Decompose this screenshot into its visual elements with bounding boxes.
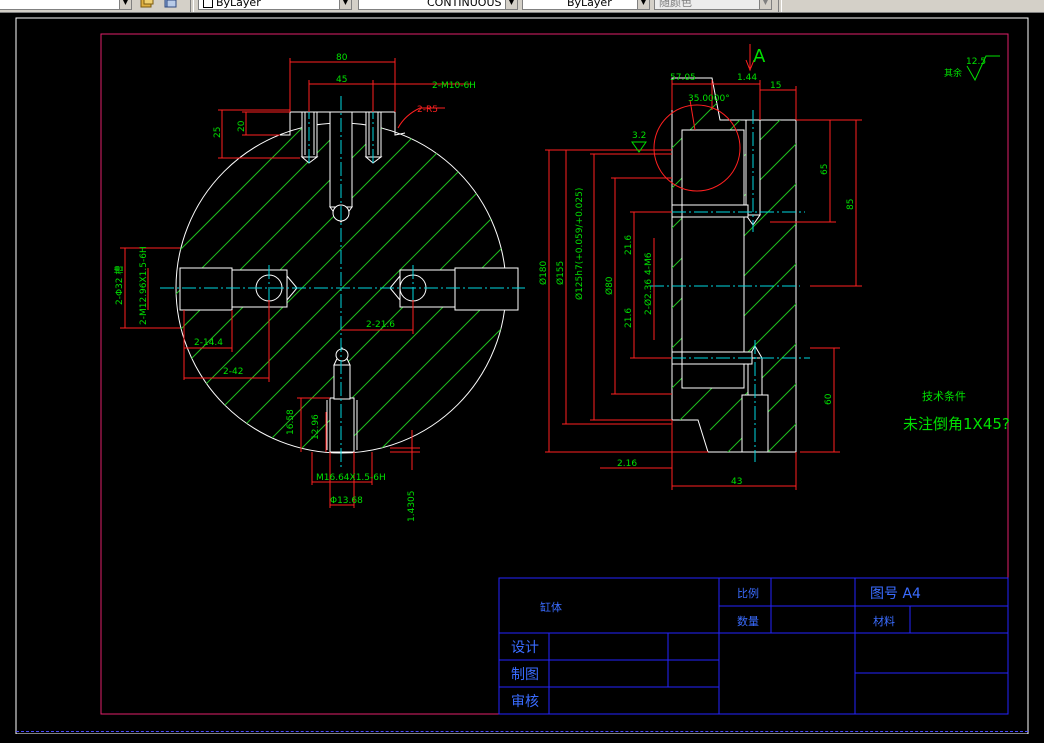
dim-25: 25 bbox=[213, 127, 223, 138]
side-section-view bbox=[650, 77, 810, 462]
toolbar-separator bbox=[190, 0, 194, 12]
dim-42: 2-42 bbox=[223, 367, 243, 377]
model-space-boundary bbox=[16, 731, 1028, 732]
dim-phi80: Ø80 bbox=[604, 276, 615, 295]
roughness-32: 3.2 bbox=[632, 131, 646, 141]
chevron-down-icon[interactable]: ▼ bbox=[119, 0, 131, 9]
layer-previous-icon[interactable] bbox=[164, 0, 178, 10]
chevron-down-icon[interactable]: ▼ bbox=[505, 0, 517, 9]
lineweight-control[interactable]: ByLayer ▼ bbox=[522, 0, 650, 10]
left-dimensions bbox=[120, 58, 470, 508]
right-dimensions bbox=[545, 44, 862, 490]
dim-m1664: M16.64X1.5-6H bbox=[316, 473, 386, 483]
detail-circle bbox=[653, 104, 741, 192]
chevron-down-icon: ▼ bbox=[759, 0, 771, 9]
dim-m10: 2-M10-6H bbox=[432, 81, 476, 91]
dim-5705: 57.05 bbox=[670, 73, 696, 83]
draw-label: 制图 bbox=[511, 667, 539, 683]
dim-phi180: Ø180 bbox=[538, 260, 549, 285]
part-name: 缸体 bbox=[540, 600, 562, 614]
dim-14305: 1.4305 bbox=[407, 491, 417, 523]
drawing-canvas[interactable]: 80 45 2-M10-6H 2-R5 25 20 2-Φ32 槽 2-M12.… bbox=[0, 12, 1044, 734]
linetype-control[interactable]: CONTINUOUS ▼ bbox=[358, 0, 518, 10]
dim-15: 15 bbox=[770, 81, 781, 91]
sheet-border bbox=[15, 17, 1029, 734]
dim-43: 43 bbox=[731, 477, 742, 487]
design-label: 设计 bbox=[511, 640, 539, 656]
dim-216a: 21.6 bbox=[624, 235, 634, 255]
dim-216b: 21.6 bbox=[624, 308, 634, 328]
view-a-marker: A bbox=[753, 46, 766, 67]
scale-label: 比例 bbox=[737, 586, 759, 600]
roughness-symbol-icon bbox=[631, 141, 647, 153]
dim-r5: 2-R5 bbox=[417, 105, 438, 115]
tech-note: 未注倒角1X45? bbox=[903, 415, 1010, 433]
dim-phi155: Ø155 bbox=[555, 261, 566, 285]
material-label: 材料 bbox=[873, 614, 895, 628]
dim-80: 80 bbox=[336, 53, 348, 63]
dim-m12: 2-M12.96X1.5-6H bbox=[139, 246, 149, 325]
toolbar-separator bbox=[778, 0, 782, 12]
layer-state-icon[interactable] bbox=[140, 0, 154, 10]
dim-65: 65 bbox=[820, 164, 830, 175]
drawing-number: 图号 A4 bbox=[870, 586, 921, 602]
roughness-value: 12.5 bbox=[966, 57, 986, 67]
dim-85: 85 bbox=[846, 199, 856, 210]
dim-60: 60 bbox=[824, 393, 834, 405]
dim-phi1368: Φ13.68 bbox=[330, 496, 363, 506]
dim-144b: 1.44 bbox=[737, 73, 757, 83]
properties-toolbar: ▼ ByLayer ▼ CONTINUOUS ▼ ByLayer ▼ 随颜色 ▼ bbox=[0, 0, 1044, 13]
review-label: 审核 bbox=[511, 694, 539, 710]
chevron-down-icon[interactable]: ▼ bbox=[637, 0, 649, 9]
chevron-down-icon[interactable]: ▼ bbox=[339, 0, 351, 9]
dim-phi32: 2-Φ32 槽 bbox=[113, 266, 125, 305]
qty-label: 数量 bbox=[737, 615, 759, 628]
tech-title: 技术条件 bbox=[922, 389, 966, 403]
front-section-view bbox=[160, 96, 525, 470]
dim-phi125: Ø125h7(+0.059/+0.025) bbox=[574, 188, 585, 300]
dim-phi36: 2-Ø2.36 bbox=[643, 279, 654, 315]
dim-1296: 12.96 bbox=[311, 414, 321, 440]
title-block bbox=[498, 577, 1009, 715]
roughness-label: 其余 bbox=[944, 67, 962, 79]
dim-144: 2-14.4 bbox=[194, 338, 223, 348]
dim-45: 45 bbox=[336, 75, 347, 85]
general-roughness: 12.5 其余 bbox=[944, 55, 1000, 82]
color-swatch-icon bbox=[203, 0, 213, 8]
dim-216: 2-21.6 bbox=[366, 320, 395, 330]
plotstyle-control: 随颜色 ▼ bbox=[654, 0, 772, 10]
dim-angle: 35.0000° bbox=[688, 94, 730, 104]
dim-216c: 2.16 bbox=[617, 459, 637, 469]
dim-m6: 4-M6 bbox=[644, 252, 654, 275]
layer-combo[interactable]: ▼ bbox=[0, 0, 132, 10]
dim-1658: 16.58 bbox=[286, 409, 296, 435]
color-control[interactable]: ByLayer ▼ bbox=[198, 0, 352, 10]
dim-20: 20 bbox=[237, 120, 247, 132]
